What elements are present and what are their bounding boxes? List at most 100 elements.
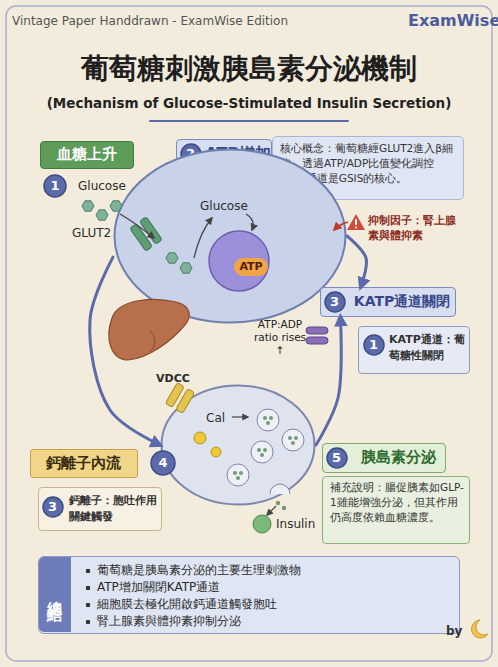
bullet-text: 葡萄糖是胰島素分泌的主要生理刺激物	[83, 562, 443, 579]
insulin-granules	[227, 409, 304, 486]
node-text: ATP	[234, 258, 268, 276]
granule-dot	[263, 448, 267, 452]
calcium-arrow	[232, 416, 248, 417]
granule	[227, 464, 249, 486]
flow-arrow	[347, 236, 366, 287]
step-number: 1	[43, 174, 67, 198]
granule-dot	[233, 471, 237, 475]
granule	[251, 441, 273, 463]
channel-half	[176, 389, 195, 414]
title-underline	[150, 120, 348, 122]
node-text: 3	[324, 291, 346, 313]
step-number: 1	[363, 334, 385, 356]
warning-mark	[355, 219, 357, 225]
circle-outline	[327, 448, 347, 468]
bullet-text: 腎上腺素與體抑素抑制分泌	[83, 613, 443, 630]
channel-half	[165, 383, 184, 408]
granule-dot	[269, 416, 273, 420]
node-text: 4	[150, 450, 176, 476]
circle-outline	[325, 292, 345, 312]
secretion-arrow	[267, 506, 276, 515]
page-frame	[6, 6, 492, 661]
glucose-molecule	[82, 201, 94, 211]
insulin-molecule	[253, 515, 271, 533]
liver-illustration	[109, 299, 189, 360]
released-insulin	[276, 501, 280, 505]
liver-lobe-line	[150, 330, 155, 352]
stage-tag: 鈣離子內流	[30, 449, 138, 478]
note-box: 補充說明：腸促胰素如GLP-1雖能增強分泌，但其作用仍高度依賴血糖濃度。	[322, 476, 470, 544]
node-text: 胰島素分泌	[353, 444, 443, 471]
calcium-ion	[211, 447, 221, 457]
subtitle: (Mechanism of Glucose-Stimulated Insulin…	[0, 95, 498, 111]
brand-name: ExamWise	[408, 11, 498, 30]
step-number: 4	[150, 450, 176, 476]
katp-channel	[306, 337, 328, 344]
granule-dot	[239, 471, 243, 475]
circle-outline	[209, 231, 269, 291]
callout-box: KATP通道：葡萄糖性關閉1	[358, 326, 470, 374]
hormone-label: Insulin	[276, 517, 315, 531]
step-number: 3	[324, 291, 346, 313]
channel-half	[140, 217, 163, 245]
granule-dot	[263, 416, 267, 420]
glut2-channel	[130, 217, 162, 251]
stage-tag: 胰島素分泌5	[322, 443, 446, 473]
header-text: Vintage Paper Handdrawn - ExamWise Editi…	[12, 14, 288, 28]
granule	[257, 409, 279, 431]
circle-outline	[43, 497, 63, 517]
node-text: Glucose	[200, 198, 260, 214]
beta-cell: GlucoseATP	[113, 148, 347, 324]
granule-dot	[266, 421, 270, 425]
circle-outline	[151, 451, 175, 475]
channel-label: VDCC	[156, 372, 190, 385]
step-number: 3	[42, 496, 64, 518]
circle-outline	[364, 335, 384, 355]
cell-membrane	[162, 386, 315, 505]
ratio-label: ATP:ADP ratio rises ↑	[252, 318, 308, 357]
title: 葡萄糖刺激胰島素分泌機制	[0, 50, 498, 88]
granule-dot	[236, 476, 240, 480]
glucose-molecule	[110, 201, 122, 211]
granule	[282, 429, 304, 451]
flow-arrow	[90, 257, 160, 445]
flow-arrow	[316, 317, 341, 445]
node-text: 3	[42, 496, 64, 518]
inhibitor-note: 抑制因子：腎上腺素與體抑素	[368, 213, 466, 243]
node-text: Cal	[206, 410, 236, 426]
node-text: KATP通道：葡萄糖性關閉	[389, 332, 467, 364]
node-text: 5	[326, 447, 348, 469]
warning-mark	[355, 226, 357, 228]
granule-dot	[260, 453, 264, 457]
circle-outline	[44, 175, 66, 197]
node-text: 1	[363, 334, 385, 356]
callout-box: 鈣離子：胞吐作用關鍵觸發3	[38, 487, 162, 531]
warning-icon	[347, 214, 365, 230]
node-text: 血糖上升	[41, 142, 132, 167]
glucose-molecule	[166, 253, 178, 263]
cell-membrane	[115, 150, 346, 323]
bullet-text: ATP增加關閉KATP通道	[83, 579, 443, 596]
node-text: 1	[43, 174, 67, 198]
katp-channel	[306, 327, 328, 334]
summary-box: 總結葡萄糖是胰島素分泌的主要生理刺激物ATP增加關閉KATP通道細胞膜去極化開啟…	[38, 556, 460, 634]
channel-half	[130, 224, 153, 252]
node-text: KATP通道關閉	[351, 288, 453, 315]
flow-arrow	[194, 218, 212, 258]
stage-tag: 血糖上升	[40, 141, 134, 169]
mitochondrion: ATP	[208, 230, 270, 292]
granule-dot	[288, 436, 292, 440]
beta-cell: Cal	[160, 384, 316, 506]
transporter-label: GLUT2	[72, 226, 111, 240]
granule-dot	[291, 441, 295, 445]
bullet-text: 細胞膜去極化開啟鈣通道觸發胞吐	[83, 596, 443, 613]
uptake-arrow	[120, 214, 154, 238]
flow-arrow	[246, 214, 253, 230]
moon-icon	[472, 620, 488, 638]
step-number: 5	[326, 447, 348, 469]
exocytosis-pore	[270, 484, 290, 494]
granule-dot	[294, 436, 298, 440]
node-text: 總結	[39, 557, 71, 632]
molecule-label: Glucose	[78, 179, 126, 193]
